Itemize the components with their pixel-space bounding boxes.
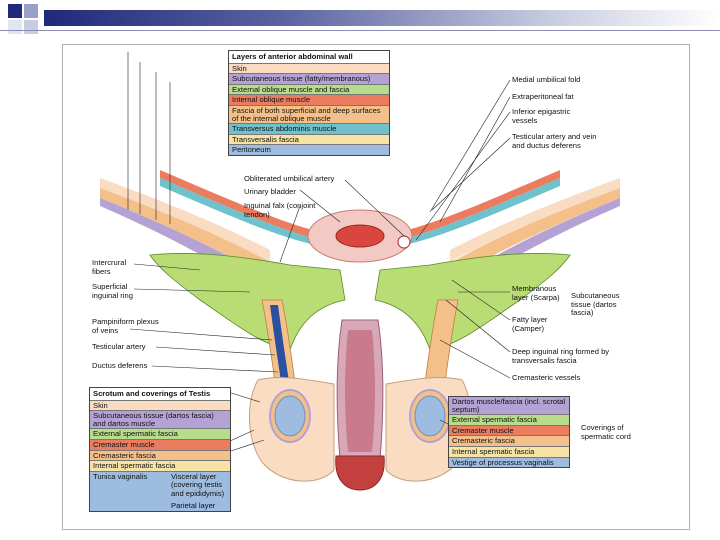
legend-row-subcutaneous: Subcutaneous tissue (fatty/membranous) (229, 73, 389, 84)
label-testicular-artery-left: Testicular artery (92, 342, 146, 351)
title-divider (0, 30, 720, 31)
glans (335, 455, 385, 491)
legend-row-peritoneum: Peritoneum (229, 144, 389, 155)
scrotum-row-tunica: Tunica vaginalis Visceral layer (coverin… (90, 470, 230, 511)
testis-left (274, 395, 306, 437)
label-intercrural-fibers: Intercrural fibers (92, 258, 127, 276)
legend-row-external-oblique: External oblique muscle and fascia (229, 83, 389, 95)
abdominal-wall-legend: Layers of anterior abdominal wall Skin S… (228, 50, 390, 156)
scrotum-row-cremaster: Cremaster muscle (90, 438, 230, 450)
internal-oblique-right (400, 170, 560, 240)
label-deep-inguinal-ring: Deep inguinal ring formed by transversal… (512, 347, 610, 365)
legend-row-skin: Skin (229, 62, 389, 74)
skin-layer-right (450, 178, 620, 262)
tunica-label: Tunica vaginalis (93, 471, 148, 481)
label-membranous-layer: Membranous layer (Scarpa) (512, 284, 560, 302)
scrotum-row-cremasteric-fascia: Cremasteric fascia (90, 449, 230, 461)
label-extraperitoneal-fat: Extraperitoneal fat (512, 92, 574, 101)
inferior-epigastric-vessels (397, 235, 411, 249)
label-subcutaneous-tissue: Subcutaneous tissue (dartos fascia) (571, 291, 620, 317)
transversus-left (160, 178, 320, 246)
legend-row-fascia: Fascia of both superficial and deep surf… (229, 104, 389, 124)
spermatic-cord-legend: Dartos muscle/fascia (incl. scrotal sept… (448, 396, 570, 469)
fat-layer-right (452, 188, 620, 278)
label-superficial-ring: Superficial inguinal ring (92, 282, 133, 300)
scrotum-legend: Scrotum and coverings of Testis Skin Sub… (89, 387, 231, 512)
testis-right (414, 395, 446, 437)
label-obliterated-artery: Obliterated umbilical artery (244, 174, 335, 183)
label-pampiniform: Pampiniform plexus of veins (92, 317, 159, 335)
legend-row-transversalis: Transversalis fascia (229, 133, 389, 145)
scrotum-row-internal-spermatic: Internal spermatic fascia (90, 460, 230, 471)
label-inferior-epigastric: Inferior epigastric vessels (512, 107, 571, 125)
scrotum-legend-title: Scrotum and coverings of Testis (90, 388, 230, 400)
label-medial-umbilical-fold: Medial umbilical fold (512, 75, 581, 84)
label-cremasteric-vessels: Cremasteric vessels (512, 373, 581, 382)
decoration-square (8, 4, 22, 18)
corpus (345, 330, 375, 452)
external-oblique-aponeurosis-right (374, 253, 571, 351)
label-urinary-bladder: Urinary bladder (244, 187, 296, 196)
label-inguinal-falx: Inguinal falx (conjoint tendon) (244, 201, 316, 219)
cord-row-internal-spermatic: Internal spermatic fascia (449, 445, 569, 457)
external-oblique-aponeurosis-left (149, 253, 346, 351)
label-fatty-layer: Fatty layer (Camper) (512, 315, 548, 333)
title-bar-gradient (44, 10, 720, 26)
tunica-visceral: Visceral layer (covering testis and epid… (171, 471, 225, 499)
scrotum-row-dartos: Subcutaneous tissue (dartos fascia) and … (90, 410, 230, 429)
membranous-layer-right (458, 198, 620, 292)
cord-row-cremasteric-fascia: Cremasteric fascia (449, 435, 569, 446)
cord-row-vestige: Vestige of processus vaginalis (449, 456, 569, 468)
tunica-layers: Visceral layer (covering testis and epid… (171, 471, 227, 510)
legend-row-transversus: Transversus abdominis muscle (229, 123, 389, 134)
legend-title: Layers of anterior abdominal wall (229, 51, 389, 63)
label-ductus-deferens: Ductus deferens (92, 361, 148, 370)
decoration-square (24, 4, 38, 18)
pampiniform-plexus-left (270, 305, 290, 388)
bladder-lumen (335, 224, 385, 248)
scrotum-row-skin: Skin (90, 399, 230, 411)
tunica-parietal: Parietal layer (171, 500, 216, 510)
transversus-right (400, 178, 560, 246)
cord-row-dartos: Dartos muscle/fascia (incl. scrotal sept… (449, 397, 569, 415)
leader-lines (127, 52, 511, 453)
cord-row-external-spermatic: External spermatic fascia (449, 414, 569, 425)
skin-layer-left (100, 178, 270, 262)
scrotum-row-external-spermatic: External spermatic fascia (90, 428, 230, 439)
cord-row-cremaster: Cremaster muscle (449, 424, 569, 436)
label-coverings-spermatic-cord: Coverings of spermatic cord (581, 423, 631, 441)
internal-oblique-left (160, 170, 320, 240)
legend-row-internal-oblique: Internal oblique muscle (229, 94, 389, 105)
label-testicular-artery-right: Testicular artery and vein and ductus de… (512, 132, 597, 150)
